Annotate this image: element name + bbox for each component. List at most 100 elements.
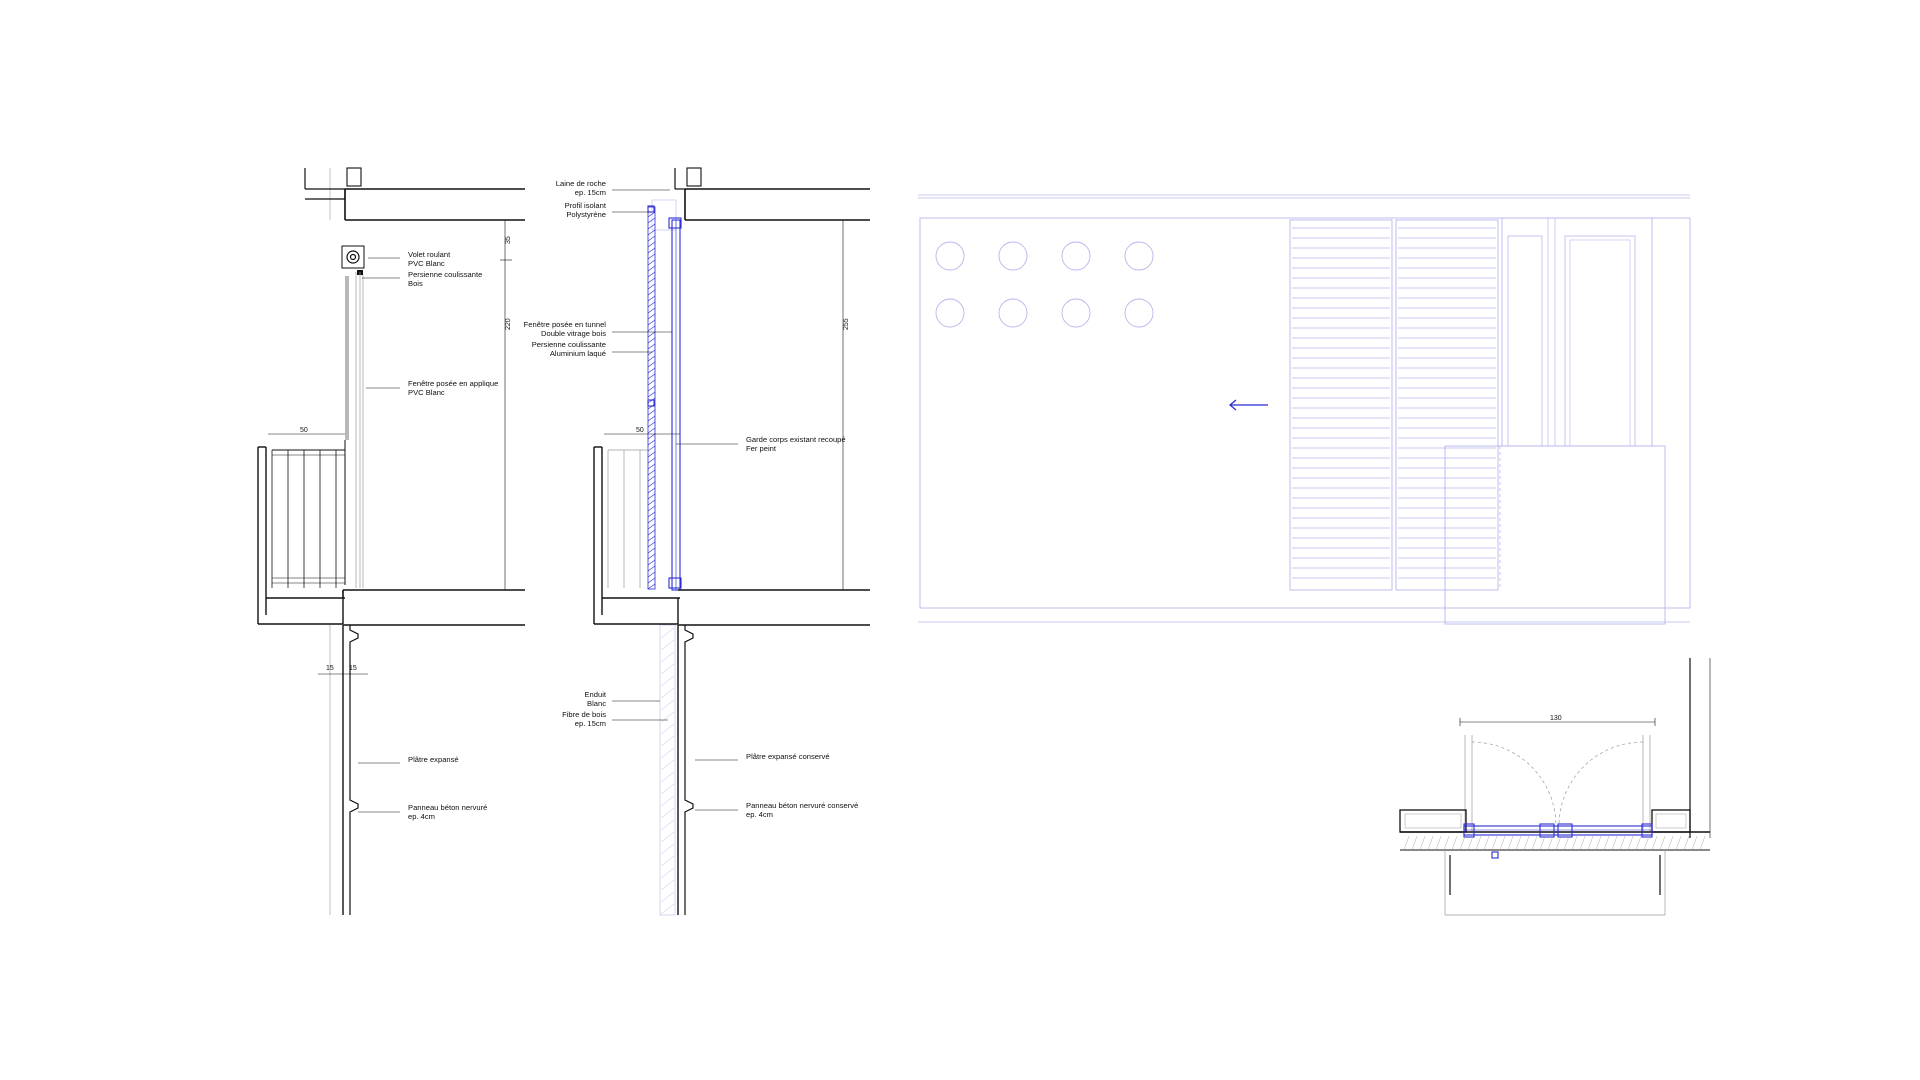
drawing-line: [647, 499, 656, 506]
drawing-line: [1427, 835, 1434, 851]
drawing-line: [1595, 835, 1602, 851]
drawing-line: [1627, 835, 1634, 851]
drawing-line: [1691, 835, 1698, 851]
drawing-line: [647, 385, 656, 392]
drawing-line: [1555, 835, 1562, 851]
drawing-line: [647, 259, 656, 266]
drawing-line: [660, 639, 675, 651]
drawing-line: [647, 289, 656, 296]
arrow-left-icon: [1228, 399, 1268, 411]
drawing-line: [647, 229, 656, 236]
drawing-line: [660, 795, 675, 807]
drawing-line: [1419, 835, 1426, 851]
drawing-line: [647, 355, 656, 362]
drawing-line: [647, 307, 656, 314]
drawing-line: [647, 211, 656, 218]
drawing-line: [1483, 835, 1490, 851]
drawing-line: [1587, 835, 1594, 851]
drawing-line: [647, 475, 656, 482]
drawing-line: [647, 337, 656, 344]
drawing-line: [647, 427, 656, 434]
drawing-line: [660, 783, 675, 795]
drawing-line: [660, 747, 675, 759]
drawing-line: [1515, 835, 1522, 851]
drawing-line: [1467, 835, 1474, 851]
drawing-line: [1435, 835, 1442, 851]
drawing-line: [1611, 835, 1618, 851]
drawing-line: [647, 529, 656, 536]
drawing-line: [647, 379, 656, 386]
drawing-line: [1403, 835, 1410, 851]
drawing-line: [1507, 835, 1514, 851]
dim-height-main-proposed: 255: [843, 318, 850, 330]
drawing-line: [660, 855, 675, 867]
drawing-line: [647, 415, 656, 422]
drawing-line: [660, 687, 675, 699]
drawing-line: [647, 319, 656, 326]
drawing-line: [647, 235, 656, 242]
drawing-line: [647, 349, 656, 356]
drawing-line: [647, 343, 656, 350]
drawing-line: [647, 391, 656, 398]
elevation-circle-vent: [1061, 241, 1091, 271]
drawing-line: [1451, 835, 1458, 851]
drawing-line: [647, 241, 656, 248]
drawing-line: [660, 843, 675, 855]
drawing-line: [647, 541, 656, 548]
elevation-circle-vent: [935, 241, 965, 271]
drawing-line: [660, 711, 675, 723]
drawing-line: [647, 439, 656, 446]
drawing-line: [647, 301, 656, 308]
drawing-line: [660, 723, 675, 735]
dim-balcony: 50: [300, 427, 308, 434]
drawing-line: [647, 409, 656, 416]
drawing-line: [1683, 835, 1690, 851]
drawing-line: [660, 675, 675, 687]
elevation-circle-vent: [1124, 298, 1154, 328]
drawing-line: [1523, 835, 1530, 851]
drawing-line: [660, 663, 675, 675]
drawing-line: [1539, 835, 1546, 851]
drawing-line: [647, 487, 656, 494]
drawing-line: [1563, 835, 1570, 851]
dim-wall-right: 15: [349, 665, 357, 672]
drawing-line: [1619, 835, 1626, 851]
louver-shutter-left: [1289, 219, 1393, 591]
drawing-line: [647, 511, 656, 518]
drawing-line: [660, 735, 675, 747]
elevation-circle-vent: [998, 298, 1028, 328]
drawing-line: [1635, 835, 1642, 851]
dim-plan-width: 130: [1550, 715, 1562, 722]
dim-height-top: 35: [505, 236, 512, 244]
drawing-line: [647, 481, 656, 488]
drawing-line: [660, 771, 675, 783]
drawing-line: [647, 247, 656, 254]
drawing-line: [1603, 835, 1610, 851]
drawing-line: [647, 421, 656, 428]
drawing-line: [647, 547, 656, 554]
elevation-view: [918, 194, 1691, 625]
drawing-line: [647, 283, 656, 290]
label-platre: Plâtre expansé: [408, 755, 459, 764]
drawing-line: [1499, 835, 1506, 851]
drawing-line: [660, 627, 675, 639]
drawing-line: [1667, 835, 1674, 851]
drawing-line: [1675, 835, 1682, 851]
drawing-line: [1459, 835, 1466, 851]
drawing-line: [660, 903, 675, 915]
drawing-line: [647, 577, 656, 584]
label-platre-conserve: Plâtre expansé conservé: [746, 752, 830, 761]
drawing-line: [647, 277, 656, 284]
new-window-blue: [647, 205, 682, 591]
drawing-line: [647, 583, 656, 590]
drawing-line: [1571, 835, 1578, 851]
dim-balcony-proposed: 50: [636, 427, 644, 434]
